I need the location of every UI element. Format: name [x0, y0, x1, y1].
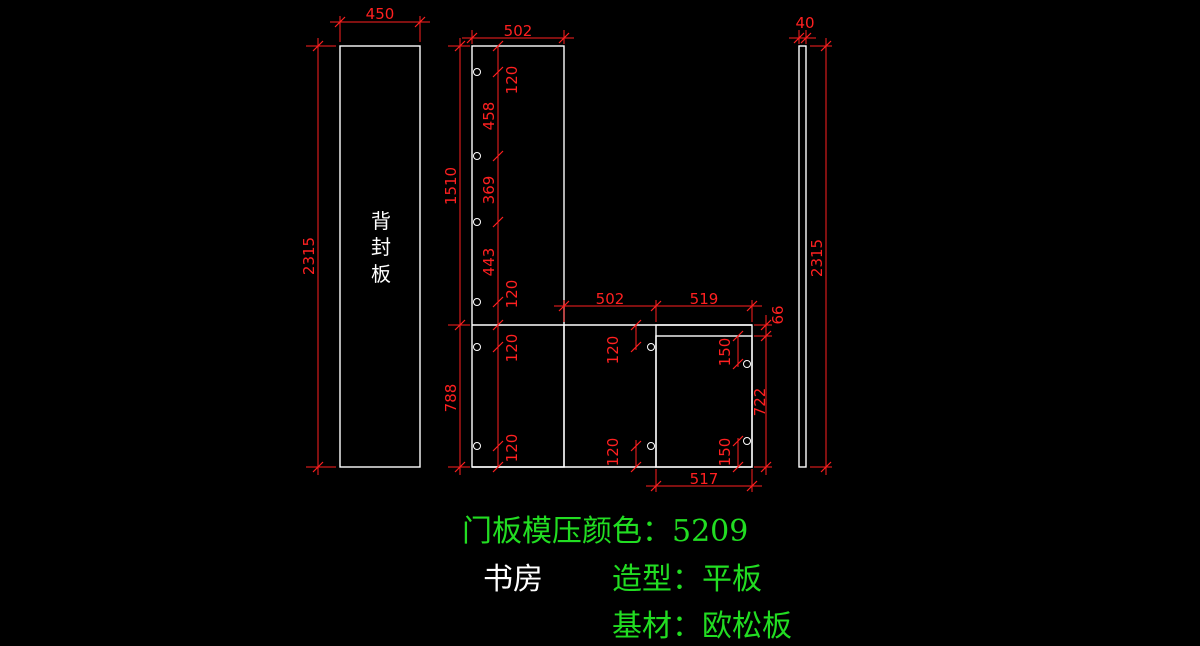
- dim-upper-height-label: 1510: [442, 167, 460, 205]
- dim-upper-gap-1: 458: [480, 102, 498, 131]
- hinge-hole: [473, 343, 481, 351]
- note-style: 造型：平板: [612, 562, 762, 597]
- hinge-hole: [743, 437, 751, 445]
- hinge-hole: [473, 298, 481, 306]
- hinge-hole: [647, 343, 655, 351]
- dim-right-offset-label: 66: [769, 305, 787, 324]
- dim-back-height-label: 2315: [300, 237, 318, 275]
- dim-back-height: 2315: [300, 38, 336, 475]
- dim-upper-hinge-chain: 120 458 369 443 120: [480, 40, 521, 331]
- dim-upper-gap-bottom: 120: [503, 280, 521, 309]
- dim-right-height: 722: [751, 336, 772, 475]
- hinge-hole: [743, 360, 751, 368]
- dim-right-width-label: 519: [690, 290, 719, 308]
- dim-back-width: 450: [330, 5, 430, 42]
- back-panel: [339, 45, 421, 468]
- dim-side-height-label: 2315: [808, 239, 826, 277]
- dim-upper-gap-top: 120: [503, 66, 521, 95]
- dim-mid-gap-bottom: 120: [604, 438, 622, 467]
- hinge-hole: [473, 218, 481, 226]
- dim-right-offset: 66: [754, 305, 787, 342]
- dim-right-bottom-width: 517: [646, 469, 762, 492]
- dim-mid-width-label: 502: [596, 290, 625, 308]
- dim-side-width: 40: [789, 14, 816, 44]
- dim-mid-hinges: 120 120: [604, 319, 642, 473]
- dim-upper-width: 502: [462, 22, 574, 44]
- dim-side-height: 2315: [808, 38, 832, 475]
- hinge-hole: [473, 152, 481, 160]
- dim-right-width: 519: [646, 290, 762, 322]
- dim-lower-height: 788: [442, 325, 470, 475]
- dim-mid-gap-top: 120: [604, 336, 622, 365]
- dim-right-bottom-width-label: 517: [690, 470, 719, 488]
- dim-upper-width-label: 502: [504, 22, 533, 40]
- side-panel: [798, 45, 807, 468]
- dim-upper-gap-3: 443: [480, 248, 498, 277]
- back-panel-label-1: 背: [371, 209, 391, 233]
- dim-lower-left-gap-bottom: 120: [503, 434, 521, 463]
- dim-right-gap-top: 150: [716, 338, 734, 367]
- hinge-hole: [647, 442, 655, 450]
- back-panel-label-3: 板: [371, 262, 391, 286]
- note-base: 基材：欧松板: [612, 609, 792, 644]
- dim-back-width-label: 450: [366, 5, 395, 23]
- note-door-color: 门板模压颜色：5209: [462, 514, 748, 549]
- dim-right-hinges: 150 150: [716, 330, 744, 473]
- note-room: 书房: [483, 562, 543, 597]
- dim-lower-left-gap-top: 120: [503, 334, 521, 363]
- dim-upper-gap-2: 369: [480, 176, 498, 205]
- hinge-hole: [473, 68, 481, 76]
- back-panel-label-2: 封: [371, 235, 391, 259]
- dim-right-gap-bottom: 150: [716, 438, 734, 467]
- right-cabinet-door: [655, 335, 753, 468]
- dim-right-height-label: 722: [751, 388, 769, 417]
- dim-upper-height: 1510: [442, 38, 470, 333]
- dim-lower-left-hinges: 120 120: [492, 325, 521, 473]
- dim-lower-height-label: 788: [442, 384, 460, 413]
- hinge-hole: [473, 442, 481, 450]
- dim-side-width-label: 40: [795, 14, 814, 32]
